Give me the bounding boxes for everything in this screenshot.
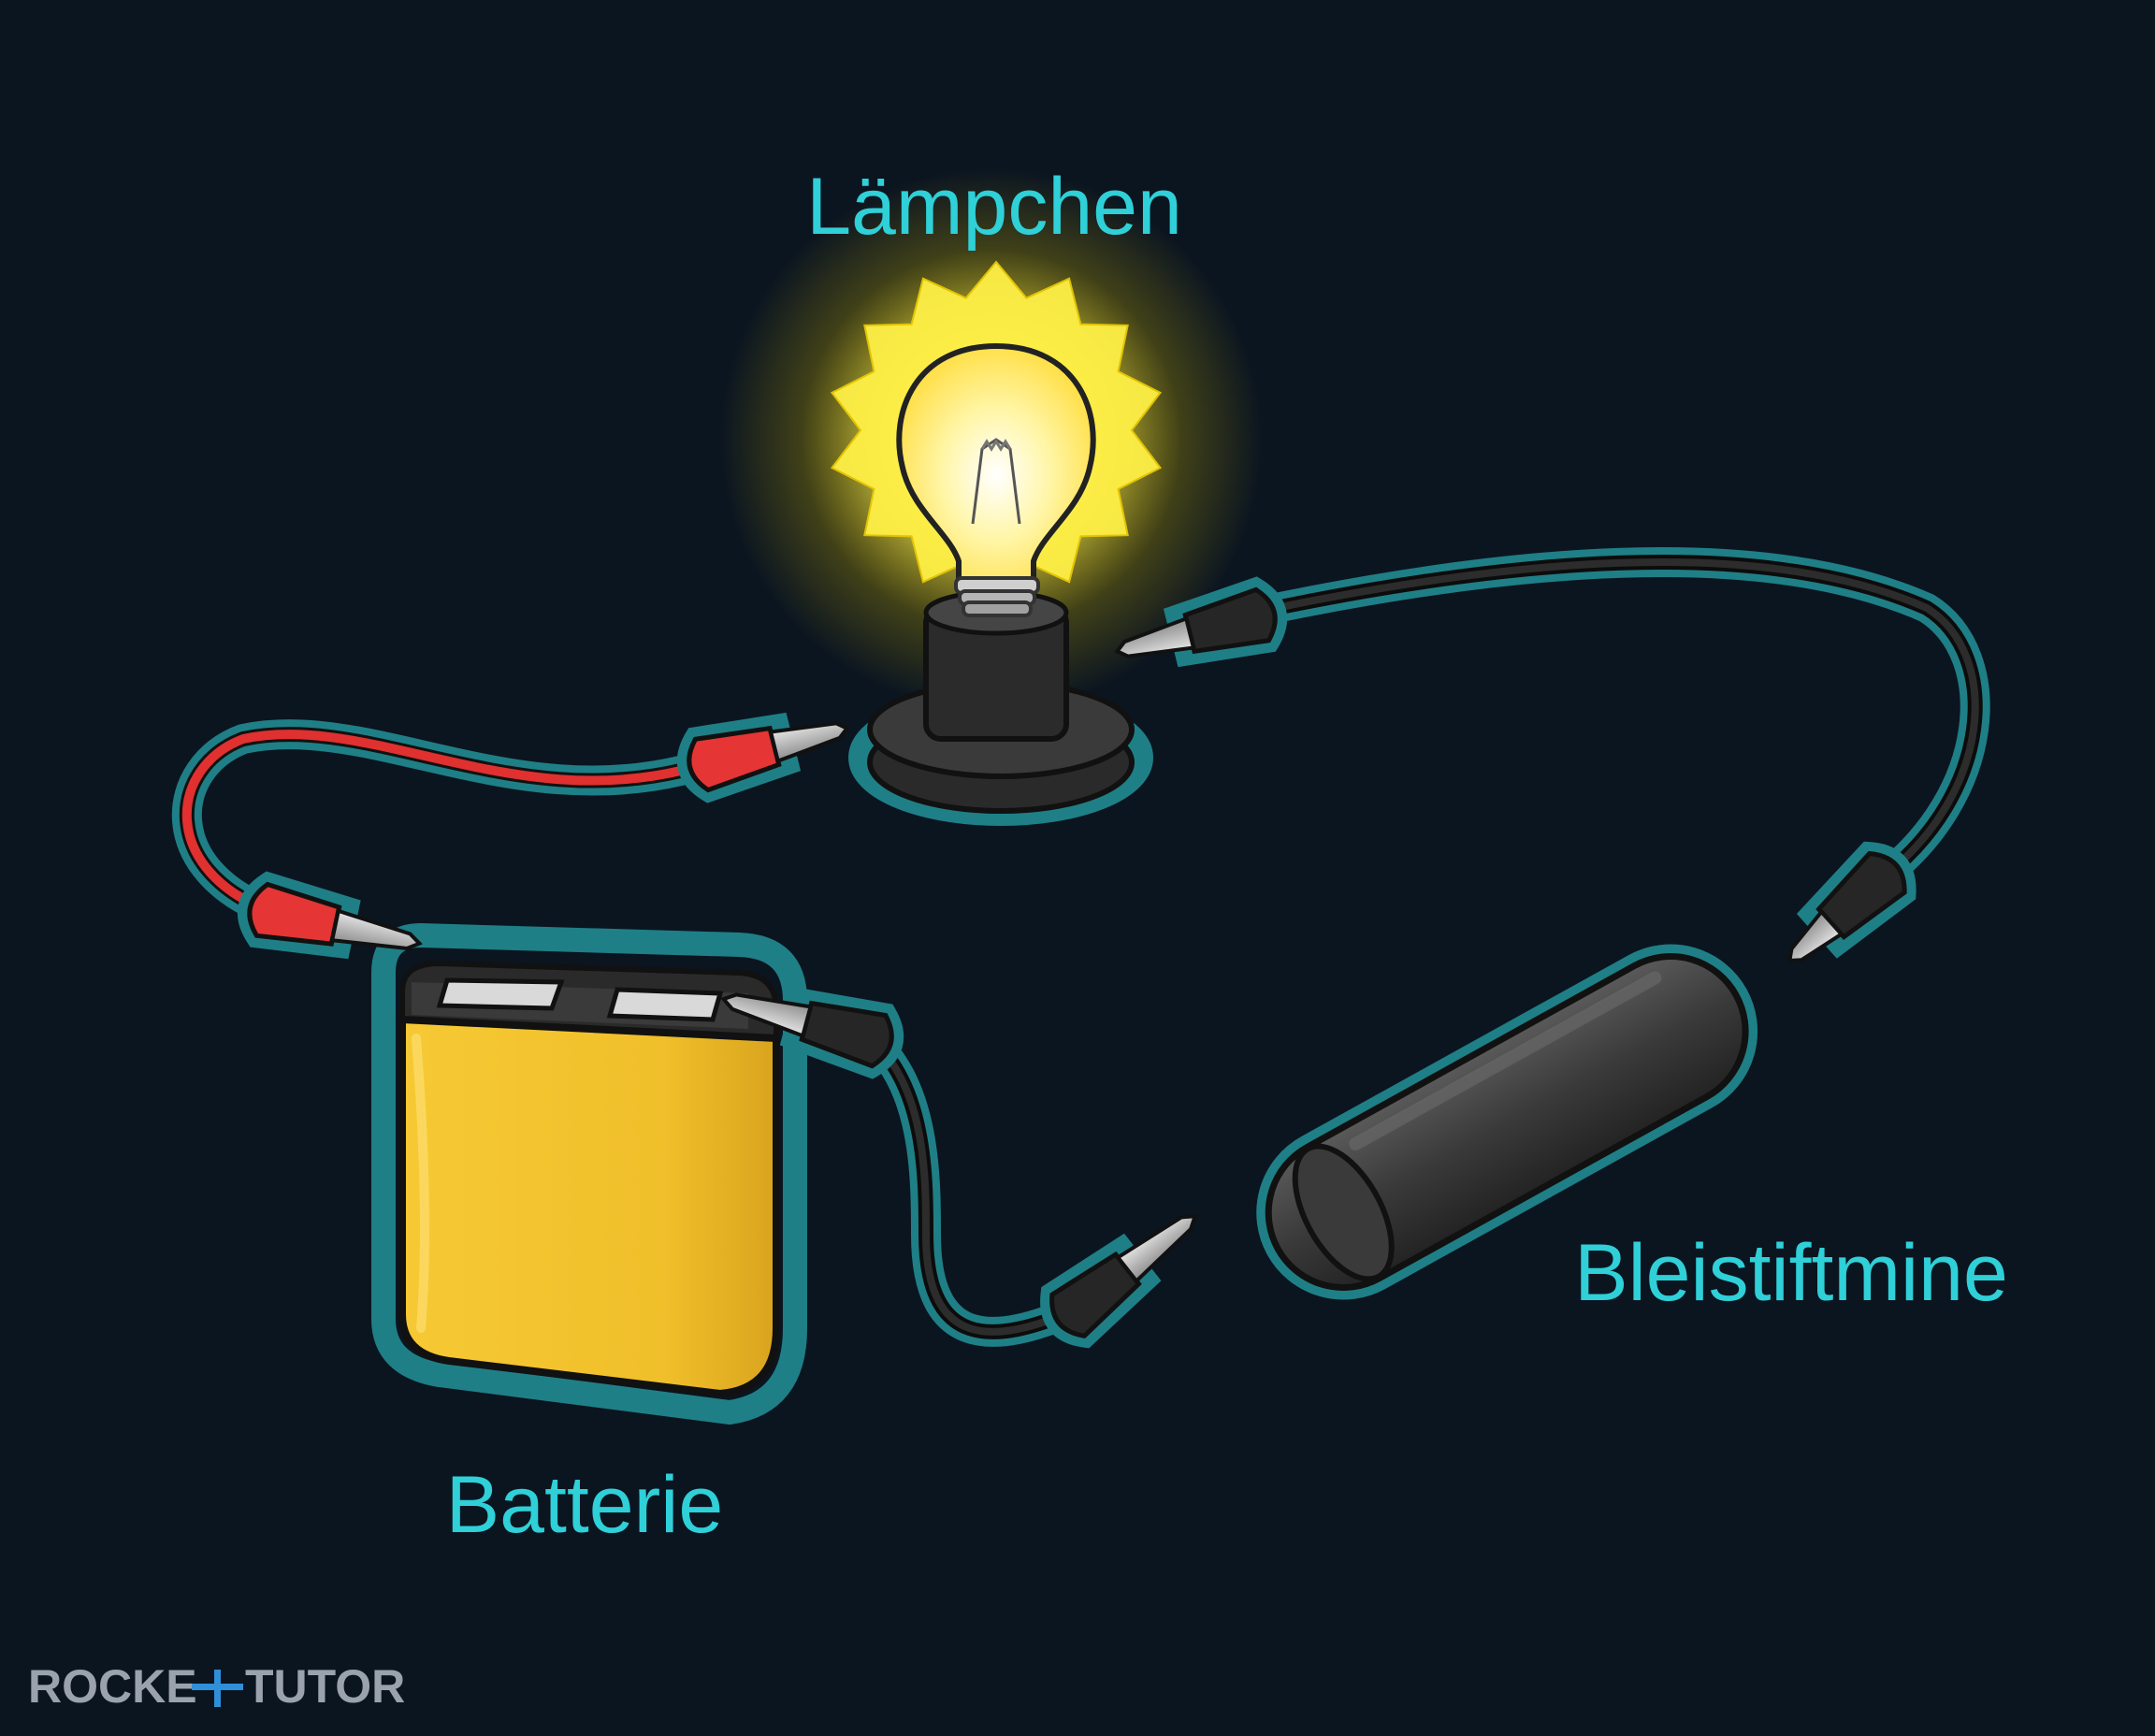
clip-red-bulb — [676, 712, 850, 803]
clip-red-battery — [238, 871, 423, 960]
black-wire-top — [1246, 555, 1983, 887]
black-wire-bottom — [862, 1031, 1083, 1339]
clip-black-battery — [720, 987, 904, 1079]
clip-black-bulb — [1114, 576, 1288, 668]
red-wire — [179, 727, 718, 919]
label-pencil-lead: Bleistiftmine — [1574, 1228, 2008, 1318]
lamp-socket — [848, 589, 1153, 826]
logo-text-right: TUTOR — [245, 1660, 405, 1713]
label-bulb: Lämpchen — [806, 162, 1182, 252]
battery — [371, 923, 807, 1425]
battery-terminal-negative — [606, 987, 724, 1022]
clip-black-lead-bottom — [1040, 1214, 1198, 1349]
logo-text-left: ROCKE — [28, 1660, 197, 1713]
pencil-lead — [1256, 944, 1758, 1300]
plus-t-icon — [192, 1670, 243, 1707]
logo: ROCKE TUTOR — [28, 1660, 405, 1713]
label-battery: Batterie — [446, 1460, 723, 1550]
battery-terminal-positive — [436, 977, 565, 1011]
clip-black-lead-top — [1787, 841, 1916, 963]
light-bulb — [896, 342, 1096, 617]
